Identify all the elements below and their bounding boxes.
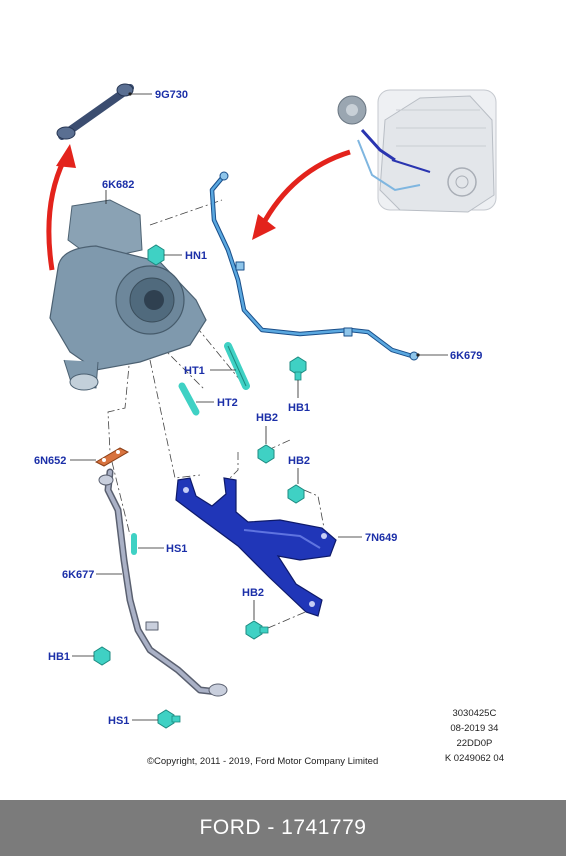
label-hn1: HN1	[185, 250, 207, 262]
fastener-hb2-b	[287, 484, 305, 504]
label-hs1-a: HS1	[166, 543, 187, 555]
engine-inset-illustration	[337, 89, 497, 213]
label-hs1-b: HS1	[108, 715, 129, 727]
part-6k677-oil-return-pipe	[98, 468, 228, 697]
fastener-hb1-bottom	[93, 646, 111, 666]
fastener-hb2-a	[257, 444, 275, 464]
label-hb2-a: HB2	[256, 412, 278, 424]
fastener-hs1-b	[157, 709, 181, 729]
fastener-ht2	[178, 382, 200, 416]
label-6k679: 6K679	[450, 350, 482, 362]
red-arrow-to-9g730	[46, 144, 76, 271]
label-ht1: HT1	[184, 365, 205, 377]
reference-code-2: 08-2019 34	[450, 723, 499, 734]
label-7n649: 7N649	[365, 532, 397, 544]
diagram-reference-codes: 3030425C 08-2019 34 22DD0P K 0249062 04	[445, 706, 504, 766]
label-6n652: 6N652	[34, 455, 66, 467]
label-hb2-c: HB2	[242, 587, 264, 599]
part-6n652-gasket	[94, 447, 130, 467]
part-number-title: FORD - 1741779	[199, 816, 367, 839]
exploded-parts-diagram: 9G730 6K682 HN1 HT1 HT2 6K679 HB1 HB2 HB…	[34, 83, 497, 729]
label-ht2: HT2	[217, 397, 238, 409]
reference-code-4: K 0249062 04	[444, 753, 504, 764]
fastener-hb1-top	[289, 356, 307, 381]
reference-code-3: 22DD0P	[456, 738, 493, 749]
red-arrow-to-inset	[252, 149, 351, 240]
fastener-hb2-c	[245, 620, 269, 640]
fastener-hn1	[147, 244, 165, 266]
reference-code-1: 3030425C	[452, 708, 497, 719]
part-6k682-turbocharger	[49, 199, 207, 391]
label-6k677: 6K677	[62, 569, 94, 581]
alignment-lines	[107, 199, 325, 629]
copyright-notice: ©Copyright, 2011 - 2019, Ford Motor Comp…	[147, 756, 379, 767]
label-9g730: 9G730	[155, 89, 188, 101]
label-hb1-top: HB1	[288, 402, 310, 414]
label-hb1-bottom: HB1	[48, 651, 70, 663]
part-7n649-bracket	[175, 477, 337, 617]
label-6k682: 6K682	[102, 179, 134, 191]
part-9g730-actuator-rod	[56, 83, 134, 140]
part-number-footer: FORD - 1741779	[0, 800, 566, 856]
label-hb2-b: HB2	[288, 455, 310, 467]
fastener-ht1	[224, 342, 250, 390]
